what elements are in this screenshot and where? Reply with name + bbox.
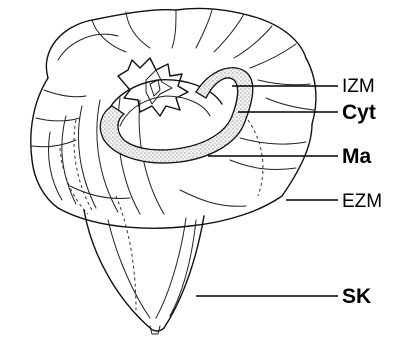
inner-dashed-contours bbox=[60, 120, 263, 310]
front-lower-lobes bbox=[58, 124, 312, 228]
label-sk: SK bbox=[342, 285, 371, 308]
label-ma: Ma bbox=[342, 145, 371, 168]
labels: IZM Cyt Ma EZM SK bbox=[342, 76, 382, 308]
label-ezm: EZM bbox=[342, 191, 382, 212]
peristome-star bbox=[118, 58, 188, 116]
outer-membranelle-lobes bbox=[31, 8, 316, 160]
label-izm: IZM bbox=[342, 76, 375, 97]
label-cyt: Cyt bbox=[342, 101, 376, 124]
leader-lines bbox=[196, 86, 338, 296]
